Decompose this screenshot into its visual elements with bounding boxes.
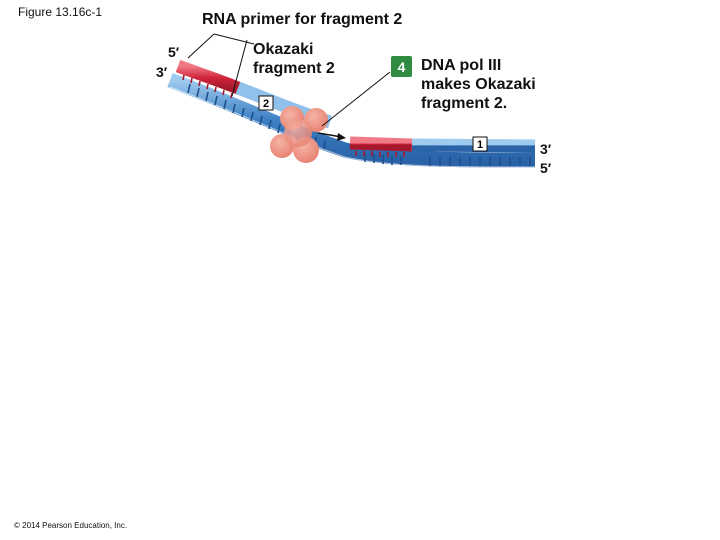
rna-primer-fragment-2 — [175, 59, 241, 95]
okazaki-label-line2: fragment 2 — [253, 60, 335, 77]
synthesis-direction-arrow — [317, 132, 346, 141]
svg-text:1: 1 — [477, 139, 483, 151]
figure-label: Figure 13.16c-1 — [18, 5, 103, 19]
step-description: DNA pol III makes Okazaki fragment 2. — [421, 56, 536, 113]
okazaki-fragment-label: Okazaki fragment 2 — [253, 40, 335, 78]
rna-primer-1-teeth — [355, 151, 405, 157]
step-number-badge: 4 — [391, 56, 412, 77]
rna-primer-label: RNA primer for fragment 2 — [202, 11, 403, 28]
svg-text:2: 2 — [263, 98, 269, 110]
five-prime-end-left: 5′ — [168, 44, 180, 60]
three-prime-end-left: 3′ — [156, 64, 168, 80]
three-prime-end-right: 3′ — [540, 141, 552, 157]
template-strand — [167, 72, 536, 168]
step-line3: fragment 2. — [421, 95, 508, 112]
copyright-notice: © 2014 Pearson Education, Inc. — [14, 521, 128, 530]
label-leader-lines — [187, 33, 391, 127]
step-line2: makes Okazaki — [421, 76, 536, 93]
fragment-1-tag: 1 — [472, 136, 488, 152]
rna-primer-fragment-1 — [349, 136, 413, 152]
leader-line-polymerase — [321, 71, 391, 127]
rna-primer-2-teeth — [182, 74, 233, 99]
five-prime-end-right: 5′ — [540, 160, 552, 176]
leader-line-primer — [187, 33, 215, 59]
okazaki-label-line1: Okazaki — [253, 41, 314, 58]
step-line1: DNA pol III — [421, 57, 502, 74]
fragment-2-tag: 2 — [258, 95, 274, 111]
leader-line-okazaki — [231, 39, 248, 97]
